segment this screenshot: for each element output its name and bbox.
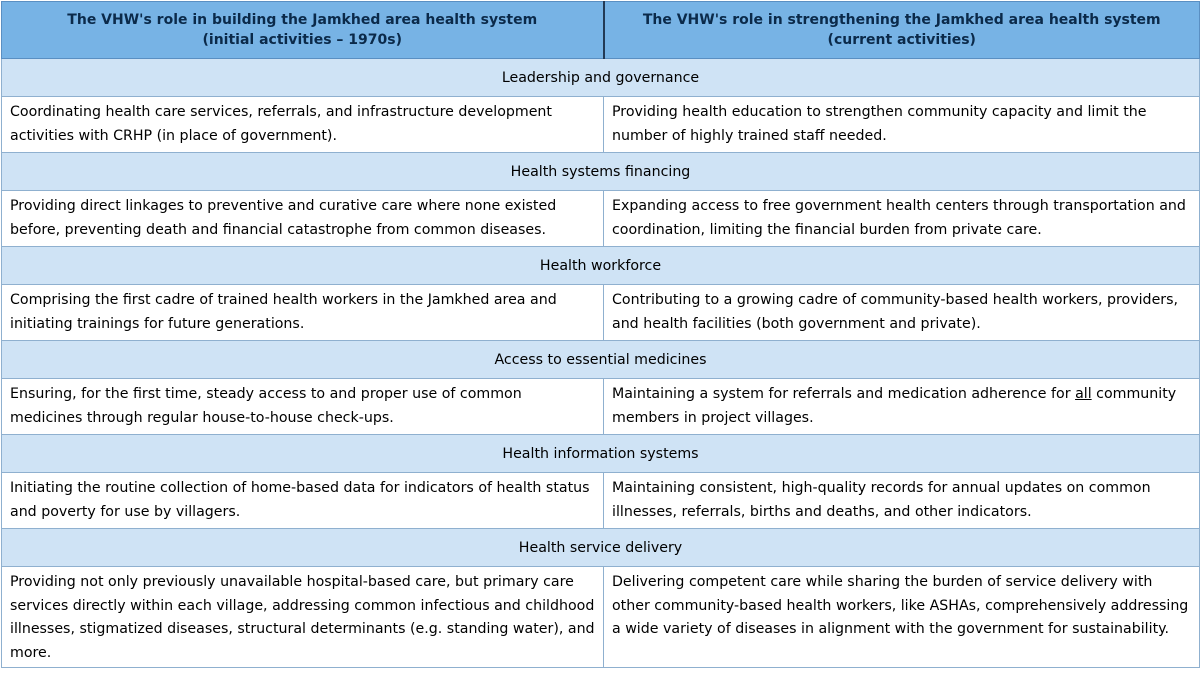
initial-cell-information: Initiating the routine collection of hom… [1, 472, 604, 529]
table-row: Ensuring, for the first time, steady acc… [1, 378, 1200, 435]
table-row: Coordinating health care services, refer… [1, 96, 1200, 153]
current-cell-service-delivery: Delivering competent care while sharing … [603, 566, 1200, 668]
table-row: Initiating the routine collection of hom… [1, 472, 1200, 529]
header-row: The VHW's role in building the Jamkhed a… [1, 1, 1200, 59]
section-row: Health workforce [1, 246, 1200, 285]
table-row: Providing direct linkages to preventive … [1, 190, 1200, 247]
header-initial-line1: The VHW's role in building the Jamkhed a… [67, 12, 538, 28]
current-medicines-text-before: Maintaining a system for referrals and m… [612, 386, 1076, 402]
section-title-medicines: Access to essential medicines [1, 340, 1200, 379]
header-current-line1: The VHW's role in strengthening the Jamk… [642, 12, 1161, 28]
initial-cell-financing: Providing direct linkages to preventive … [1, 190, 604, 247]
current-cell-medicines: Maintaining a system for referrals and m… [603, 378, 1200, 435]
section-title-information: Health information systems [1, 434, 1200, 473]
initial-cell-leadership: Coordinating health care services, refer… [1, 96, 604, 153]
current-medicines-text-after: community members in project villages. [612, 386, 1177, 426]
header-initial-activities: The VHW's role in building the Jamkhed a… [1, 1, 604, 59]
initial-cell-service-delivery: Providing not only previously unavailabl… [1, 566, 604, 668]
section-title-leadership: Leadership and governance [1, 58, 1200, 97]
current-cell-workforce: Contributing to a growing cadre of commu… [603, 284, 1200, 341]
current-medicines-underlined-word: all [1075, 386, 1092, 402]
current-cell-leadership: Providing health education to strengthen… [603, 96, 1200, 153]
table-row: Comprising the first cadre of trained he… [1, 284, 1200, 341]
section-title-financing: Health systems financing [1, 152, 1200, 191]
section-row: Health service delivery [1, 528, 1200, 567]
section-title-workforce: Health workforce [1, 246, 1200, 285]
header-current-activities: The VHW's role in strengthening the Jamk… [602, 1, 1200, 59]
section-title-service-delivery: Health service delivery [1, 528, 1200, 567]
initial-cell-workforce: Comprising the first cadre of trained he… [1, 284, 604, 341]
table-row: Providing not only previously unavailabl… [1, 566, 1200, 668]
section-row: Leadership and governance [1, 58, 1200, 97]
initial-cell-medicines: Ensuring, for the first time, steady acc… [1, 378, 604, 435]
section-row: Health systems financing [1, 152, 1200, 191]
current-cell-information: Maintaining consistent, high-quality rec… [603, 472, 1200, 529]
header-current-line2: (current activities) [827, 32, 976, 48]
current-cell-financing: Expanding access to free government heal… [603, 190, 1200, 247]
section-row: Access to essential medicines [1, 340, 1200, 379]
header-initial-line2: (initial activities – 1970s) [202, 32, 403, 48]
section-row: Health information systems [1, 434, 1200, 473]
